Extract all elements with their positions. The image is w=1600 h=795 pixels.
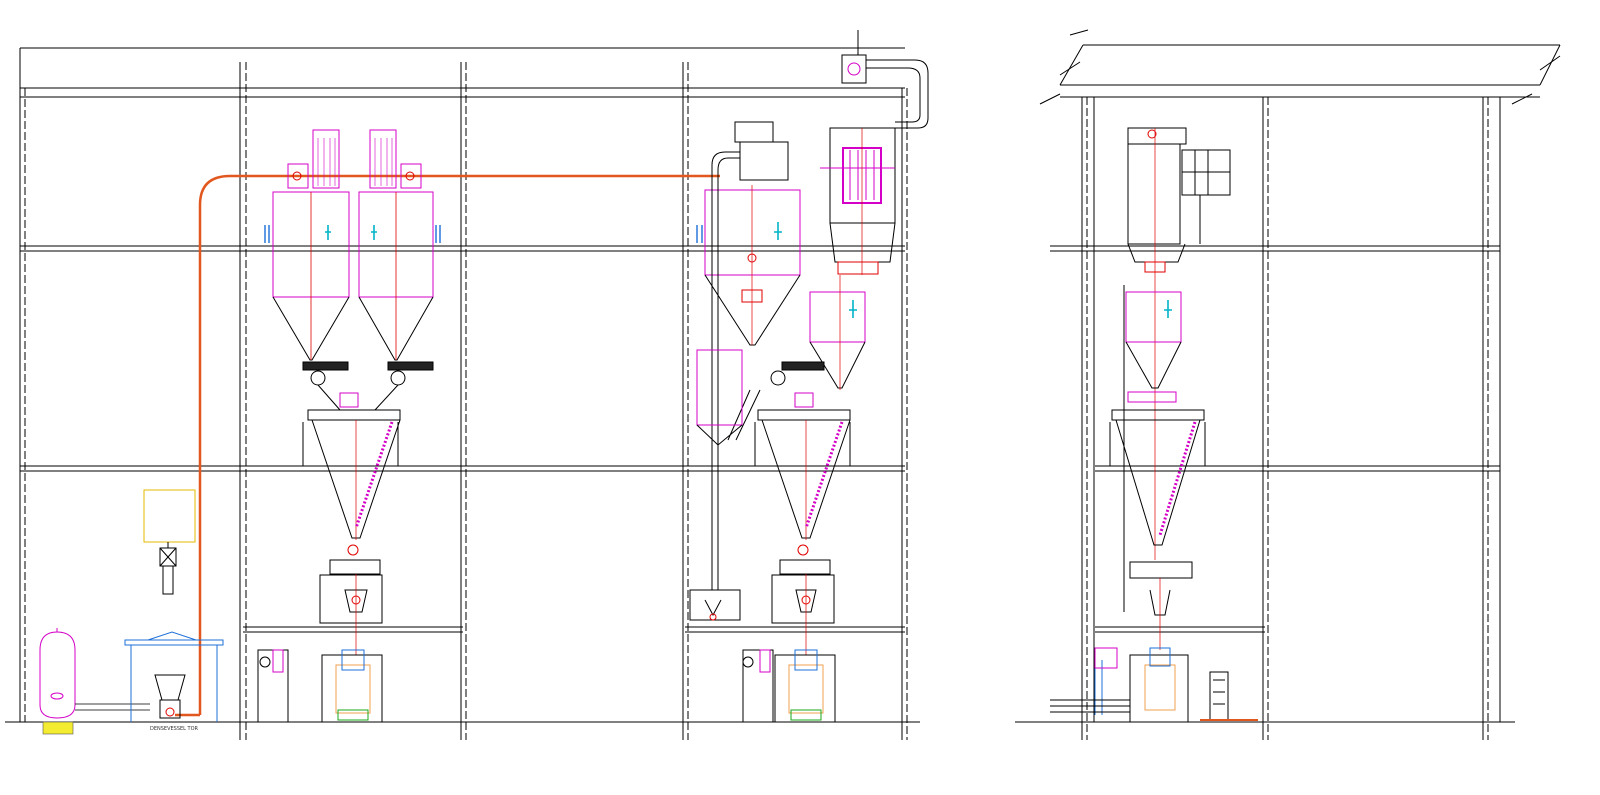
pneumatic-conveying-line <box>175 174 720 717</box>
storage-silo-1 <box>264 129 350 361</box>
conical-mixer-2 <box>754 361 851 655</box>
silo-discharge-valves <box>302 361 434 411</box>
side-elevation-building <box>1015 29 1561 740</box>
wall-filter-box <box>143 489 196 595</box>
bagging-machine-1 <box>257 649 383 723</box>
side-bagging-machine <box>1050 647 1258 723</box>
conical-mixer-1 <box>302 409 401 655</box>
side-conical-mixer <box>1109 285 1206 650</box>
cyclone-separator <box>696 121 801 346</box>
bag-filter-unit <box>820 127 896 275</box>
intermediate-hopper <box>696 349 743 426</box>
bag-dump-station <box>124 631 224 722</box>
side-filter-receiver <box>1127 127 1231 560</box>
storage-silo-2 <box>358 129 441 361</box>
vertical-return-pipe <box>689 151 761 621</box>
dense-vessel-label: DENSEVESSEL TOR <box>150 726 199 732</box>
intermediate-hopper-cone <box>696 424 743 446</box>
front-elevation-building <box>5 47 920 740</box>
exhaust-fan-duct <box>841 30 929 129</box>
bagging-machine-2 <box>742 649 836 723</box>
vessel-outlet-pipe <box>75 703 150 711</box>
pressure-vessel <box>39 628 76 719</box>
weigh-hopper <box>809 275 866 390</box>
side-weigh-hopper <box>1125 291 1182 403</box>
vessel-base <box>42 721 74 735</box>
